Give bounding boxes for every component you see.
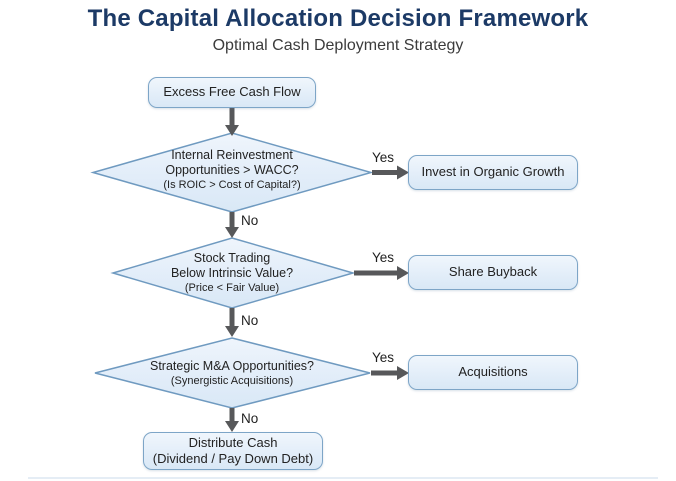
decision-1-line-2: Opportunities > WACC? — [165, 162, 299, 177]
start-node-label: Excess Free Cash Flow — [163, 84, 301, 100]
page-title: The Capital Allocation Decision Framewor… — [87, 5, 589, 32]
decision-2-text: Stock Trading Below Intrinsic Value? (Pr… — [122, 251, 342, 294]
decision-2-subtext: (Price < Fair Value) — [184, 281, 280, 294]
no-label-3: No — [241, 411, 259, 426]
action-node-acquisitions: Acquisitions — [408, 355, 578, 390]
decision-3-line-1: Strategic M&A Opportunities? — [150, 359, 314, 373]
decision-2-line-2: Below Intrinsic Value? — [170, 265, 294, 280]
yes-label-2: Yes — [372, 250, 395, 265]
end-node-line-2: (Dividend / Pay Down Debt) — [152, 451, 314, 466]
decision-1-subtext: (Is ROIC > Cost of Capital?) — [163, 178, 301, 191]
arrow-d1-no-to-d2 — [225, 212, 239, 238]
decision-3-text: Strategic M&A Opportunities? (Synergisti… — [112, 359, 352, 388]
page-subtitle: Optimal Cash Deployment Strategy — [212, 37, 464, 54]
start-node-excess-cash: Excess Free Cash Flow — [148, 77, 316, 108]
arrow-d3-yes — [371, 366, 409, 380]
decision-1-text: Internal Reinvestment Opportunities > WA… — [122, 148, 342, 191]
action-node-organic-growth-label: Invest in Organic Growth — [421, 164, 565, 180]
arrow-d2-yes — [354, 266, 409, 280]
action-node-share-buyback: Share Buyback — [408, 255, 578, 290]
decision-3-subtext: (Synergistic Acquisitions) — [170, 374, 294, 387]
arrow-d3-no-to-end — [225, 408, 239, 432]
end-node-line-1: Distribute Cash — [188, 434, 278, 450]
no-label-1: No — [241, 213, 259, 228]
yes-label-3: Yes — [372, 350, 395, 365]
yes-label-1: Yes — [372, 150, 395, 165]
action-node-acquisitions-label: Acquisitions — [458, 364, 528, 380]
decision-1-line-1: Internal Reinvestment — [171, 148, 293, 162]
end-node-distribute-cash: Distribute Cash (Dividend / Pay Down Deb… — [143, 432, 323, 470]
arrow-d1-yes — [372, 165, 409, 180]
action-node-share-buyback-label: Share Buyback — [448, 264, 538, 280]
no-label-2: No — [241, 313, 259, 328]
arrow-d2-no-to-d3 — [225, 308, 239, 337]
decision-2-line-1: Stock Trading — [193, 251, 271, 265]
faint-bottom-line — [28, 477, 658, 479]
arrow-start-to-d1 — [225, 108, 239, 136]
action-node-organic-growth: Invest in Organic Growth — [408, 155, 578, 190]
